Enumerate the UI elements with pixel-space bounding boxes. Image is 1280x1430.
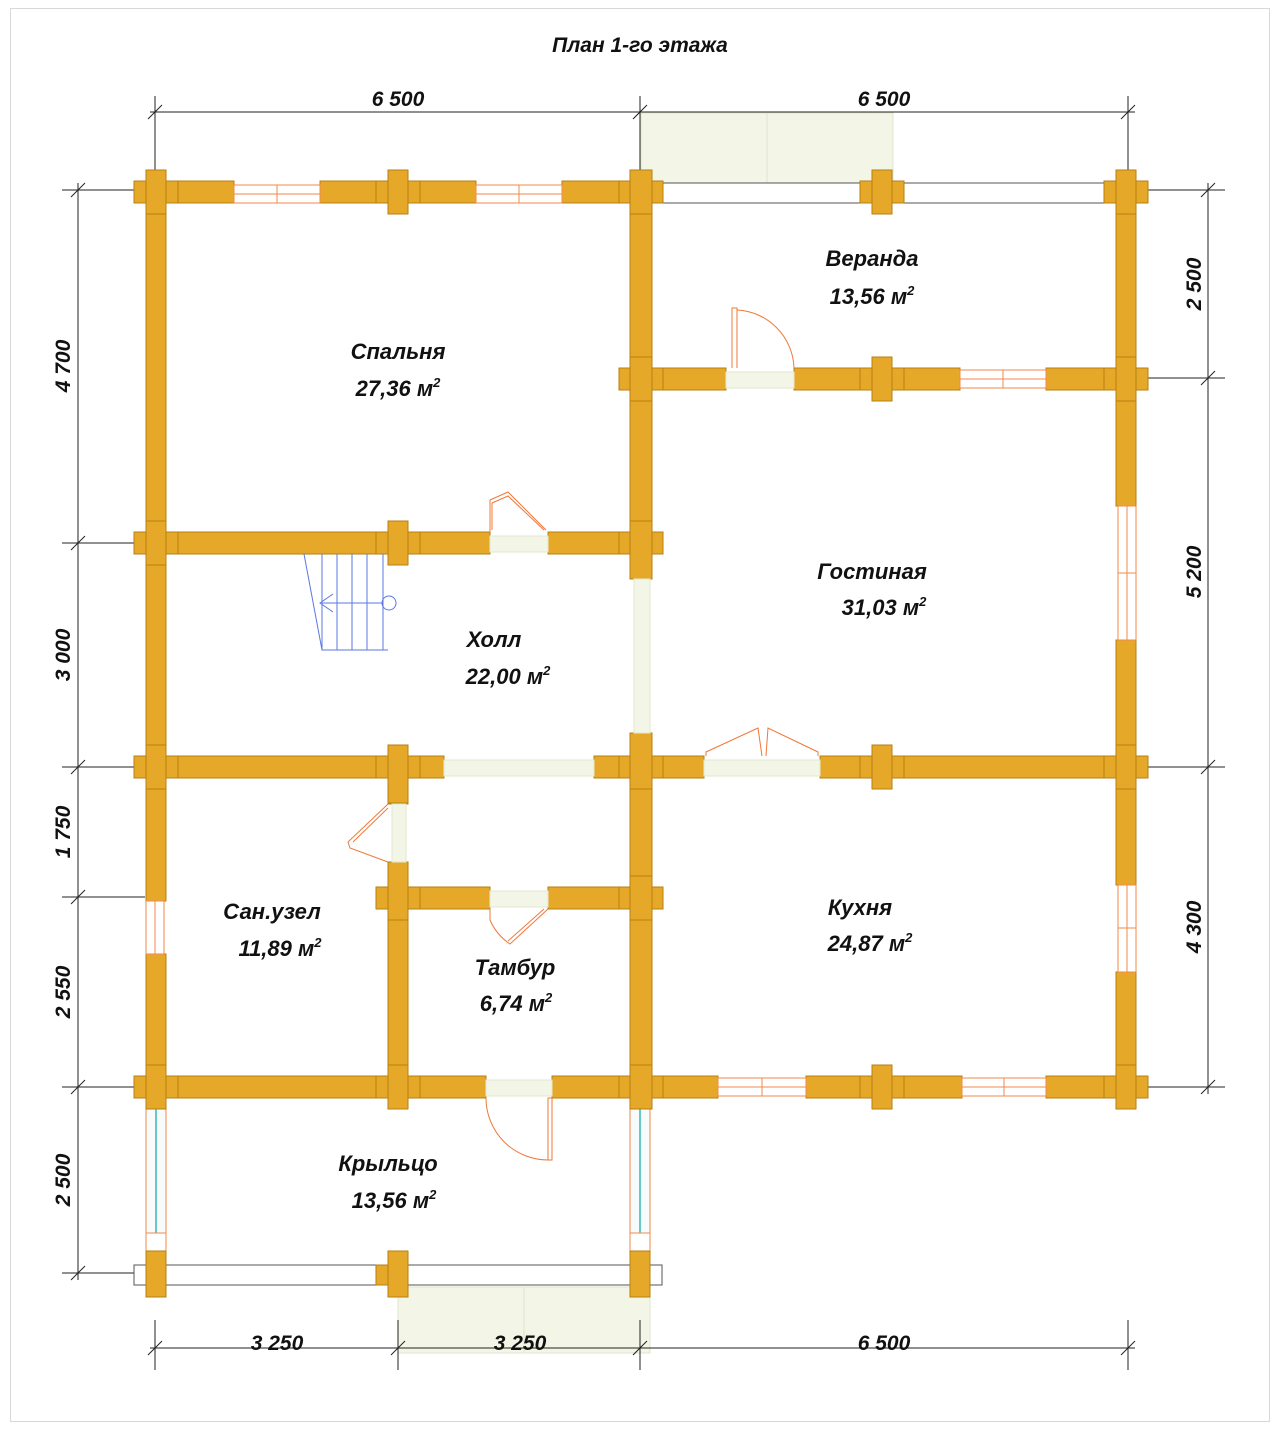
room-name-porch: Крыльцо (338, 1151, 437, 1176)
room-area-hall: 22,00 м2 (465, 663, 551, 689)
dim-left-1: 4 700 (52, 339, 75, 393)
dim-top-left: 6 500 (372, 88, 425, 111)
room-area-veranda: 13,56 м2 (830, 283, 915, 309)
open-railings (133, 182, 1117, 1286)
dim-left-2: 3 000 (52, 628, 75, 681)
room-name-bedroom: Спальня (351, 339, 446, 364)
room-name-vestibule: Тамбур (475, 955, 556, 980)
dimension-lines (62, 96, 1225, 1370)
room-name-veranda: Веранда (826, 246, 919, 271)
windows (145, 184, 1137, 1097)
room-area-bedroom: 27,36 м2 (355, 375, 441, 401)
dimension-labels: 6 500 6 500 3 250 3 250 6 500 4 700 3 00… (52, 88, 1206, 1355)
dim-bottom-2: 3 250 (494, 1332, 547, 1355)
dim-left-4: 2 550 (52, 965, 75, 1019)
dim-top-right: 6 500 (858, 88, 911, 111)
room-area-kitchen: 24,87 м2 (827, 930, 913, 956)
room-area-vestibule: 6,74 м2 (480, 990, 553, 1016)
dim-left-3: 1 750 (52, 805, 75, 858)
dim-right-2: 5 200 (1183, 545, 1206, 598)
dim-bottom-1: 3 250 (251, 1332, 304, 1355)
dim-right-1: 2 500 (1183, 257, 1206, 311)
doors (347, 307, 819, 1161)
steps (397, 112, 894, 1354)
room-name-bathroom: Сан.узел (223, 899, 321, 924)
room-name-living: Гостиная (817, 559, 927, 584)
dim-right-3: 4 300 (1183, 900, 1206, 954)
room-name-hall: Холл (465, 627, 522, 652)
log-crossings (133, 169, 1149, 1298)
room-labels: Спальня 27,36 м2 Веранда 13,56 м2 Гостин… (223, 246, 927, 1213)
room-name-kitchen: Кухня (828, 895, 892, 920)
drawing-frame (10, 8, 1270, 1422)
door-openings (391, 371, 821, 1097)
dim-left-5: 2 500 (52, 1153, 75, 1207)
dim-bottom-3: 6 500 (858, 1332, 911, 1355)
room-area-porch: 13,56 м2 (352, 1187, 437, 1213)
room-area-living: 31,03 м2 (842, 594, 927, 620)
room-area-bathroom: 11,89 м2 (238, 935, 322, 961)
stair (303, 553, 397, 651)
plan-title: План 1-го этажа (552, 34, 728, 57)
